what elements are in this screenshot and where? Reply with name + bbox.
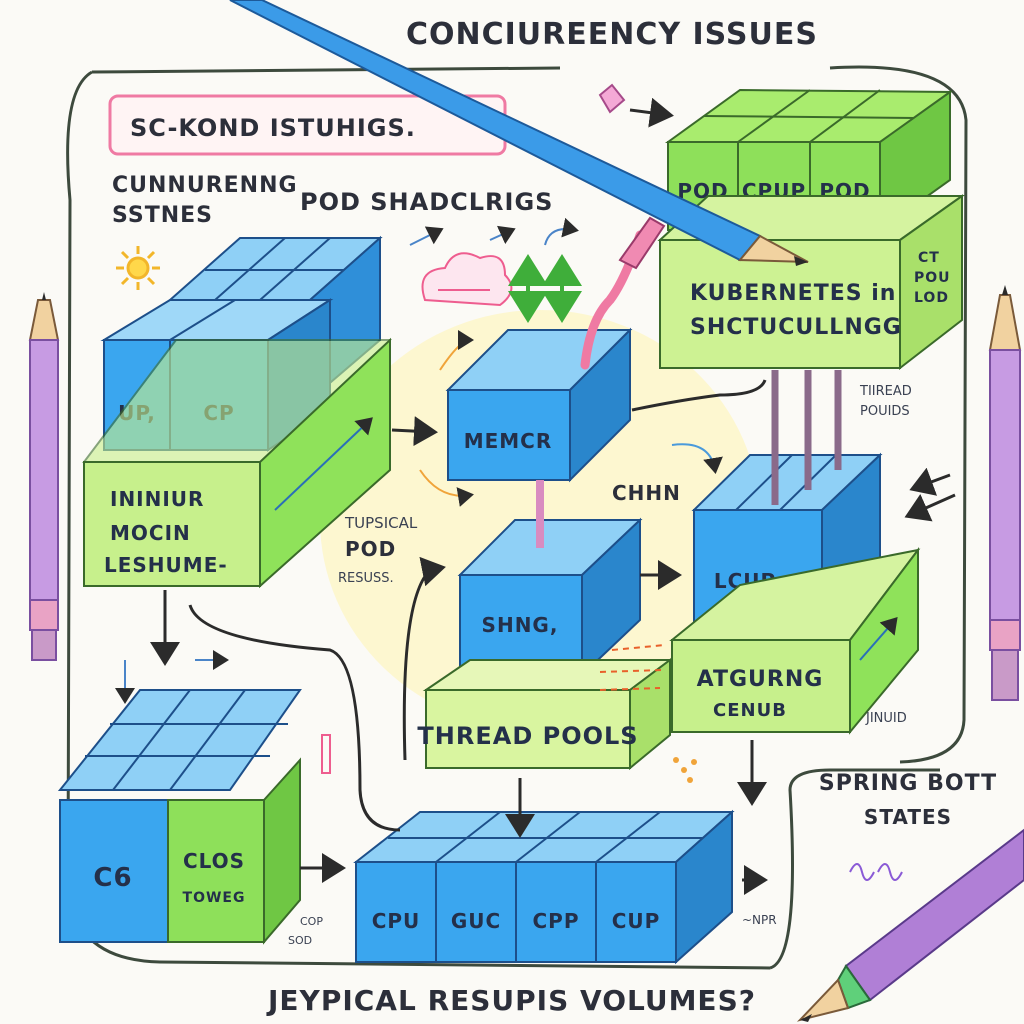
left-purple-pencil-icon — [28, 292, 60, 661]
atgurng-base: ATGURNG CENUB — [669, 547, 921, 735]
note-resuss: RESUSS. — [338, 571, 394, 586]
bottom-right-pencil-icon — [796, 828, 1024, 1022]
dashed-lines — [599, 644, 666, 691]
note-tiiread: TIIREAD — [859, 384, 912, 399]
cell-cup: CUP — [612, 909, 661, 933]
left-base — [83, 461, 261, 587]
frame-notch — [769, 768, 940, 970]
connectors — [150, 379, 956, 895]
cloud-icon — [421, 252, 513, 307]
note-sod: SOD — [288, 934, 312, 947]
note-sstnes: SSTNES — [112, 203, 213, 228]
atgurng-line-2: CENUB — [713, 700, 787, 721]
sun-icon — [116, 246, 160, 290]
note-pod: POD — [345, 537, 396, 561]
note-pod-scheduling: POD SHADCLRIGS — [300, 188, 553, 216]
ct-line-1: CT — [918, 250, 940, 266]
shng-label: SHNG, — [482, 613, 559, 637]
bottom-left-block: C6 CLOS TOWEG — [57, 689, 302, 945]
thin-connectors — [115, 650, 331, 774]
k8s-scheduling-block: POD CPUP POD KUBERNETES in SHCTUCULLNGG … — [657, 88, 966, 371]
arrow-to-k8s — [629, 97, 674, 128]
note-jinuid: JINUID — [865, 711, 907, 726]
pink-note-text: SC-KOND ISTUHIGS. — [130, 114, 416, 142]
memcr-label: MEMCR — [464, 429, 553, 453]
k8s-line-2: SHCTUCULLNGG — [690, 315, 902, 340]
thread-pools-label: THREAD POOLS — [417, 722, 638, 750]
k8s-base — [659, 239, 901, 369]
left-base-line-1: ININIUR — [110, 487, 204, 511]
bottom-cpu-block: CPU GUC CPP CUP — [353, 809, 735, 965]
note-cop: COP — [300, 915, 323, 928]
note-cunnurenng: CUNNURENNG — [112, 173, 298, 198]
sparkle-icon — [673, 757, 697, 783]
clos-line-1: CLOS — [183, 849, 245, 873]
note-states: STATES — [864, 805, 952, 829]
note-npr: ~NPR — [742, 913, 777, 927]
note-tupsical: TUPSICAL — [344, 514, 418, 532]
cell-guc: GUC — [451, 909, 501, 933]
pink-brush-icon — [618, 216, 666, 270]
blue-pencil-icon — [229, 0, 809, 266]
atgurng-line-1: ATGURNG — [697, 667, 824, 692]
note-spring-bott: SPRING BOTT — [819, 771, 997, 796]
thread-pools-base: THREAD POOLS — [417, 658, 673, 771]
ct-line-2: POU — [914, 270, 951, 286]
note-pouids: POUIDS — [860, 404, 910, 419]
cell-cpp: CPP — [533, 909, 580, 933]
outer-frame-right — [829, 65, 968, 764]
outer-frame-top — [91, 66, 561, 74]
c6-label: C6 — [93, 863, 132, 893]
pink-diamond-icon — [598, 83, 626, 114]
page-title: CONCIUREENCY ISSUES — [406, 17, 818, 52]
left-blue-block: UP, CP ININIUR MOCIN LESHUME- — [81, 235, 392, 589]
squiggle-icon — [849, 863, 903, 881]
left-base-line-2: MOCIN — [110, 521, 191, 545]
left-base-line-3: LESHUME- — [104, 553, 228, 577]
shng-block: SHNG, — [457, 517, 643, 678]
k8s-line-1: KUBERNETES in — [690, 281, 896, 306]
clos-line-2: TOWEG — [183, 890, 246, 906]
pink-note: SC-KOND ISTUHIGS. — [108, 94, 507, 156]
ct-line-3: LOD — [914, 290, 949, 306]
cell-cpu: CPU — [372, 909, 421, 933]
bottom-caption: JEYPICAL RESUPIS VOLUMES? — [266, 984, 756, 1017]
k8s-pillars — [771, 370, 842, 505]
right-purple-pencil-icon — [988, 285, 1022, 701]
note-chhn: CHHN — [612, 481, 681, 505]
